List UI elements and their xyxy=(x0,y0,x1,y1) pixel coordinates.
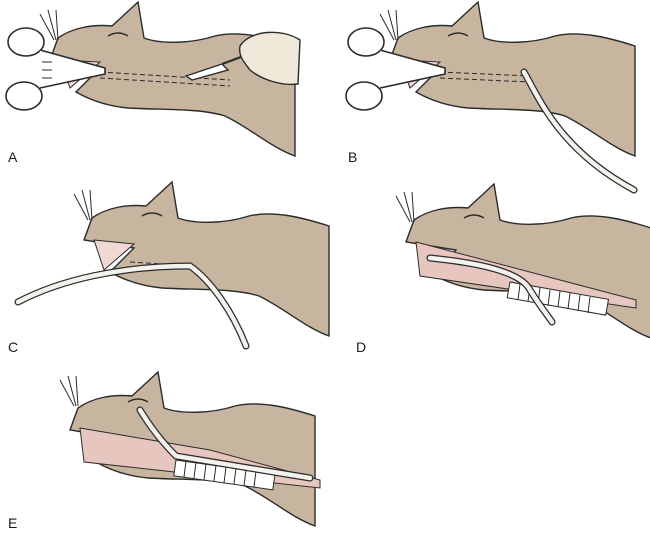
endotracheal-tube-icon xyxy=(426,254,556,326)
hemostat-forceps-icon xyxy=(5,27,106,111)
endotracheal-tube-icon xyxy=(136,406,314,482)
panel-c: C xyxy=(8,181,330,355)
endotracheal-tube-icon xyxy=(14,262,250,350)
cat-head-icon xyxy=(59,371,321,527)
panel-b-label: B xyxy=(348,149,357,165)
hemostat-forceps-icon xyxy=(345,27,446,111)
panel-e-label: E xyxy=(8,515,17,531)
panel-b: B xyxy=(345,1,638,194)
gloved-hand-icon xyxy=(238,31,301,86)
panel-d-label: D xyxy=(356,339,366,355)
panel-c-label: C xyxy=(8,339,18,355)
panel-a: A xyxy=(5,1,301,165)
cat-head-icon xyxy=(73,181,330,337)
endotracheal-tube-icon xyxy=(520,68,638,194)
cat-head-icon xyxy=(395,183,650,339)
panel-e: E xyxy=(8,371,321,531)
panel-a-label: A xyxy=(8,149,18,165)
panel-d: D xyxy=(356,183,650,355)
